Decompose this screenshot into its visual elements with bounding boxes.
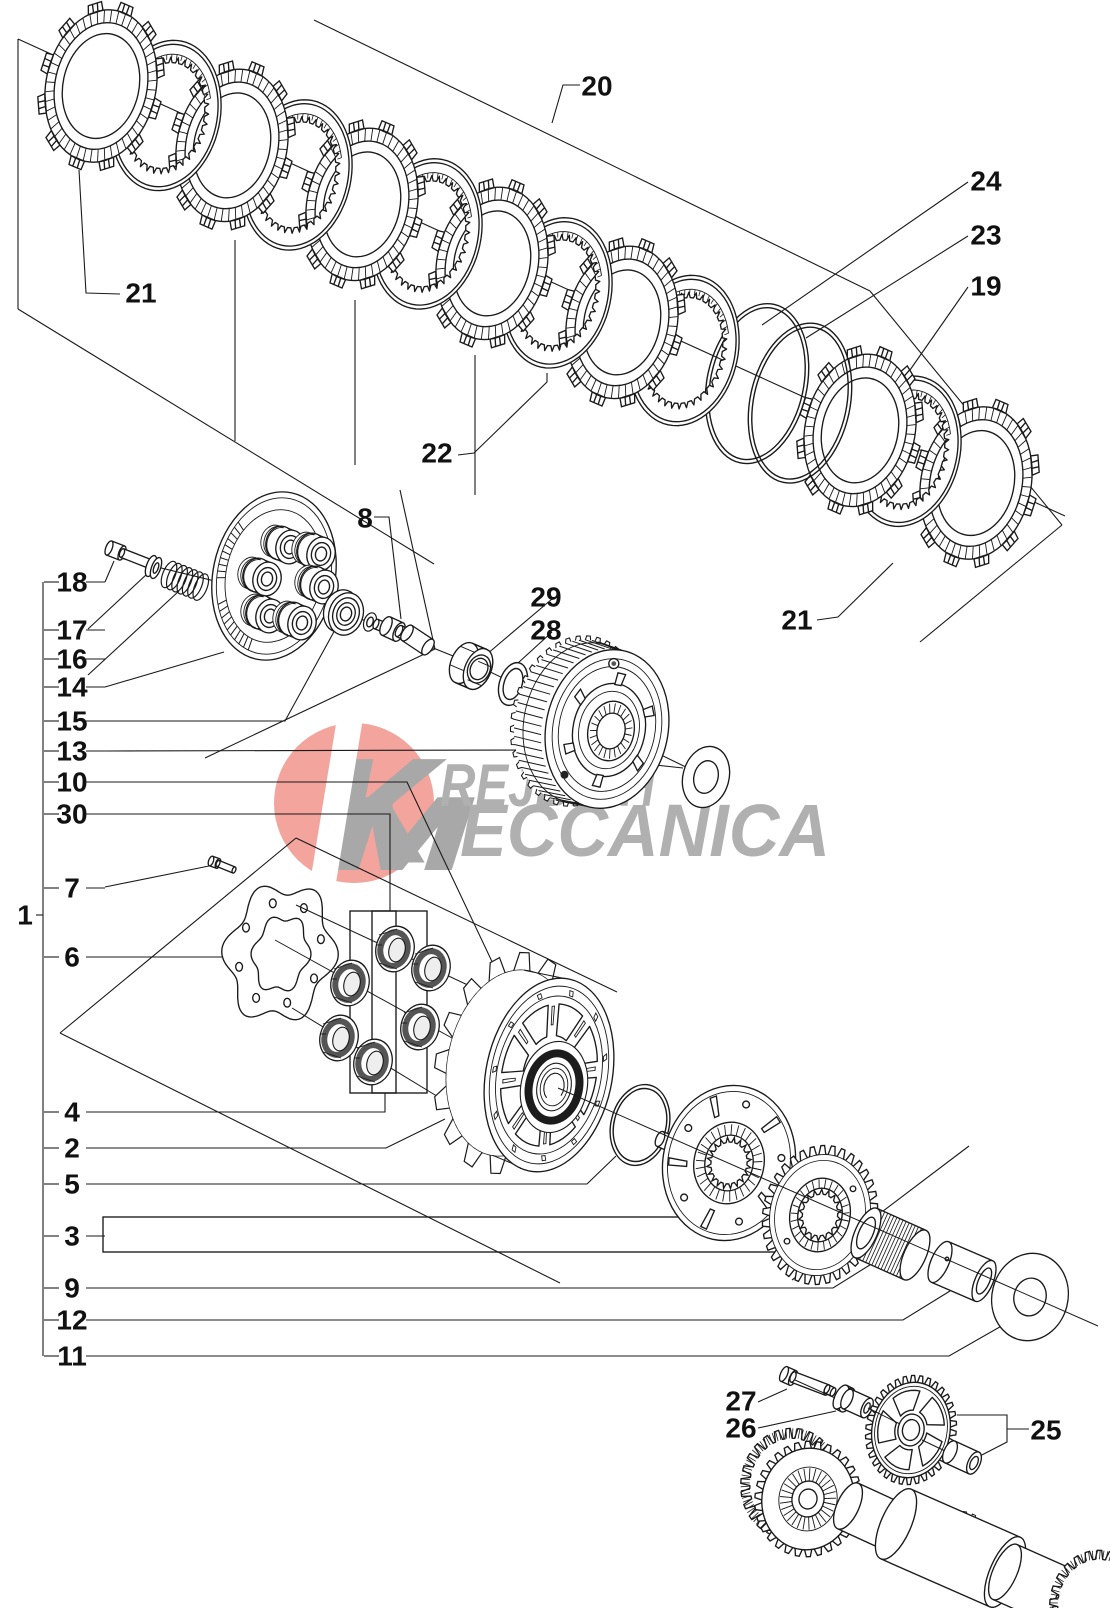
svg-text:28: 28 — [530, 615, 561, 646]
svg-text:20: 20 — [581, 71, 612, 102]
svg-text:23: 23 — [970, 220, 1001, 251]
svg-text:17: 17 — [56, 615, 87, 646]
svg-text:5: 5 — [64, 1169, 80, 1200]
svg-text:3: 3 — [64, 1221, 80, 1252]
svg-text:25: 25 — [1030, 1415, 1061, 1446]
svg-text:29: 29 — [530, 582, 561, 613]
svg-text:16: 16 — [56, 644, 87, 675]
svg-text:9: 9 — [64, 1273, 80, 1304]
svg-text:21: 21 — [781, 605, 812, 636]
svg-text:15: 15 — [56, 706, 87, 737]
svg-text:7: 7 — [64, 873, 80, 904]
svg-text:6: 6 — [64, 942, 80, 973]
svg-text:21: 21 — [125, 278, 156, 309]
svg-text:10: 10 — [56, 767, 87, 798]
svg-text:ECCANICA: ECCANICA — [460, 789, 830, 872]
svg-text:8: 8 — [357, 503, 373, 534]
svg-text:11: 11 — [57, 1341, 87, 1372]
svg-text:24: 24 — [970, 166, 1002, 197]
svg-text:19: 19 — [970, 271, 1001, 302]
svg-text:18: 18 — [56, 567, 87, 598]
svg-text:13: 13 — [56, 736, 87, 767]
svg-text:14: 14 — [56, 672, 88, 703]
svg-text:2: 2 — [64, 1133, 80, 1164]
svg-text:30: 30 — [56, 799, 87, 830]
svg-text:26: 26 — [725, 1413, 756, 1444]
svg-text:4: 4 — [64, 1097, 80, 1128]
svg-text:22: 22 — [421, 438, 452, 469]
svg-text:12: 12 — [56, 1305, 87, 1336]
svg-text:1: 1 — [17, 900, 33, 931]
